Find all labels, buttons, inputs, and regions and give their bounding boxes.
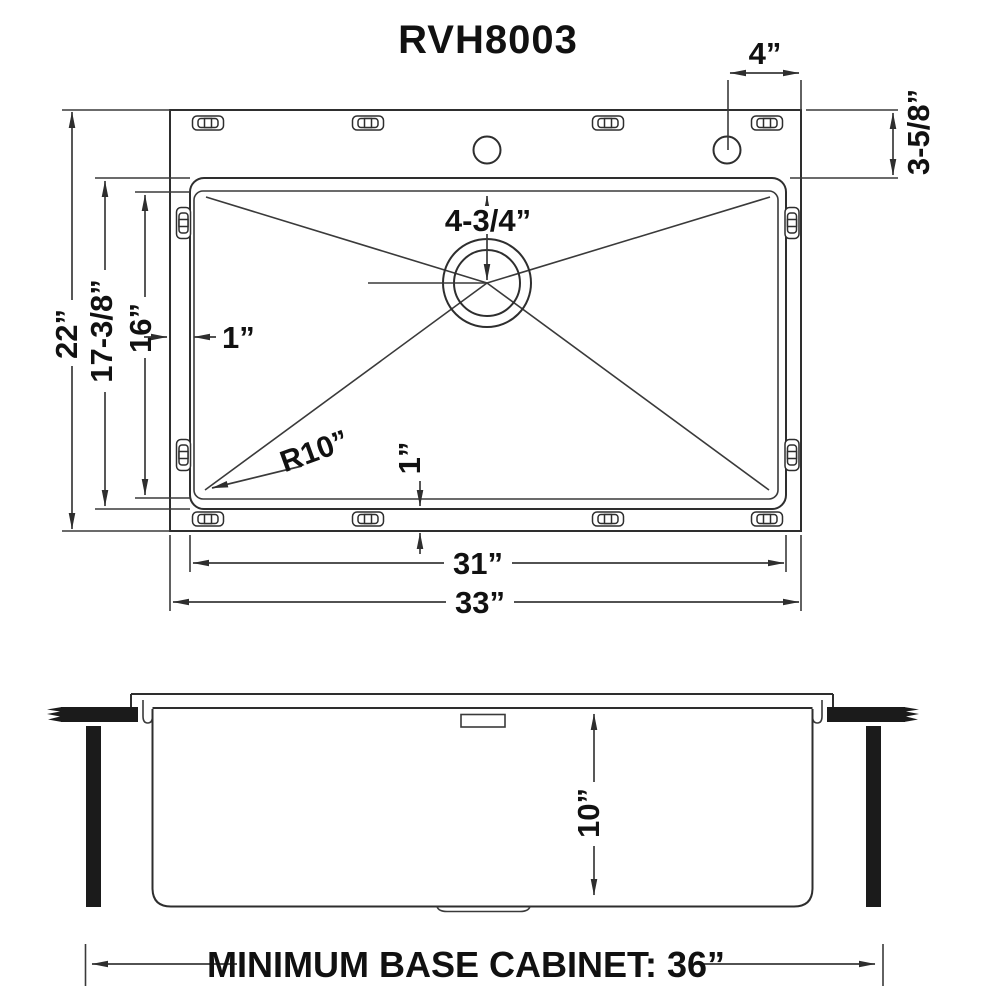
mounting-clip-icon [784,206,800,240]
dim-drain-from-top-label: 4-3/4” [445,203,531,238]
dim-rear-deck-label: 3-5/8” [901,89,936,175]
mounting-clip-icon [784,438,800,472]
page-title: RVH8003 [398,18,578,62]
mounting-clip-icon [750,511,784,527]
drain-recess [436,906,531,913]
dim-rear-deck: 3-5/8” [889,89,936,176]
dim-overall-width-label: 33” [455,585,505,620]
countertop-section [47,707,919,722]
dim-drain-from-top: 4-3/4” [443,195,533,281]
faucet-hole-right-icon [712,135,742,165]
dim-bowl-depth-outer: 17-3/8” [84,180,119,507]
dim-overall-depth-label: 22” [49,309,84,359]
faucet-hole-center-icon [472,135,502,165]
sink-outer-rim [169,109,802,532]
mounting-clip-icon [591,115,625,131]
dim-overall-width: 33” [172,585,800,620]
mounting-clip-icon [591,511,625,527]
sink-section-outline [130,693,834,913]
mounting-clip-icon [175,438,192,472]
dim-bottom-lip: 1” [392,442,427,554]
faucet-hole-section [460,713,506,728]
mounting-clip-icon [191,511,225,527]
dim-bowl-depth-inner-label: 16” [123,303,158,353]
dim-side-lip: 1” [144,320,255,355]
mounting-clip-icon [351,115,385,131]
dim-bowl-depth-inner: 16” [123,194,158,496]
cabinet-note: MINIMUM BASE CABINET: 36” [84,944,884,986]
bowl-outline [189,177,787,510]
dim-bowl-width: 31” [192,546,785,581]
dim-faucet-hole-offset-label: 4” [749,36,782,71]
cabinet-walls [86,726,881,907]
dim-bowl-height-label: 10” [571,788,606,838]
dim-bowl-width-label: 31” [453,546,503,581]
mounting-clip-icon [351,511,385,527]
dim-bowl-depth-outer-label: 17-3/8” [84,279,119,382]
dim-bowl-height: 10” [571,713,606,896]
top-view: 22” 17-3/8” 16” 4” 3-5/8” [49,36,936,620]
dim-side-lip-label: 1” [222,320,255,355]
mounting-clip-icon [191,115,225,131]
dim-bottom-lip-label: 1” [392,442,427,475]
dim-faucet-hole-offset: 4” [729,36,800,77]
mounting-clip-icon [175,206,192,240]
mounting-clip-icon [750,115,784,131]
side-view: 10” MINIMUM BASE CABINET: 36” [47,693,919,986]
dim-overall-depth: 22” [49,111,84,530]
bowl-slope-lines [204,196,771,491]
cabinet-note-label: MINIMUM BASE CABINET: 36” [207,944,725,985]
extension-lines [62,80,898,611]
dim-corner-radius-label: R10” [276,424,353,479]
